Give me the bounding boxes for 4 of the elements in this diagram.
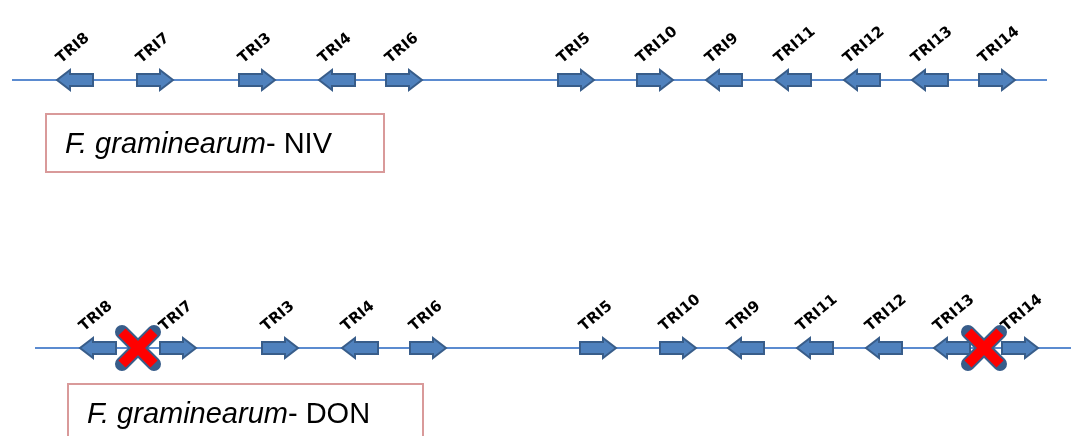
caption-box <box>67 383 424 436</box>
species-name: F. graminearum- DON <box>87 396 371 430</box>
caption-box <box>45 113 385 173</box>
species-name: F. graminearum- NIV <box>65 126 332 160</box>
